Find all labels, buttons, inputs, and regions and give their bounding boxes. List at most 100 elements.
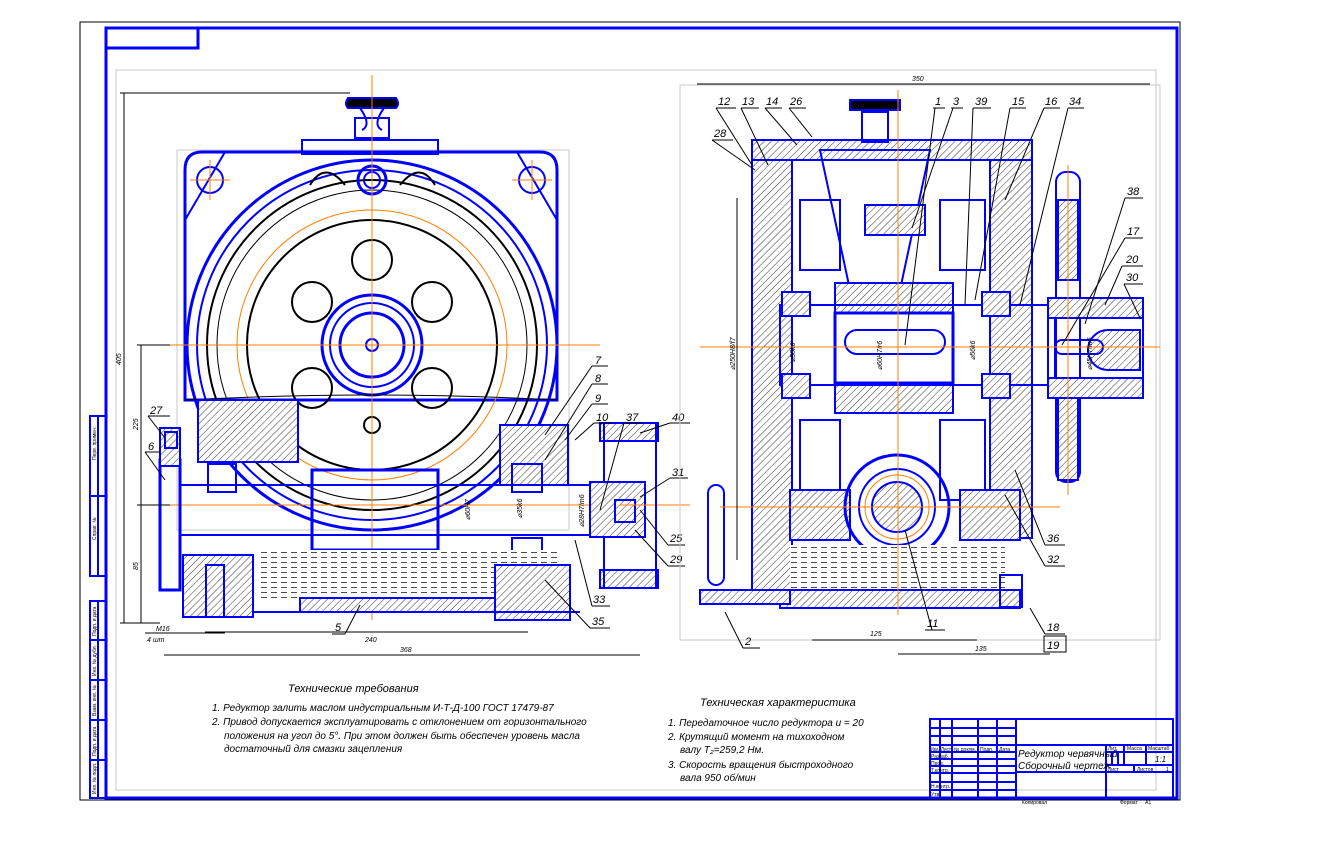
dim-m16: M16 [156,626,170,633]
leader-1: 1 [904,96,945,346]
label-text: 8 [595,373,602,385]
label-text: 16 [1045,96,1058,108]
dim-d50: ⌀50k6 [790,342,797,362]
label-text: 15 [1012,96,1025,108]
side-stamp-3: Взам. инв. № [92,685,98,716]
dim-d45: ⌀45H7/m6 [1087,337,1094,370]
label-text: 35 [592,616,605,628]
label-text: 9 [595,393,601,405]
label-text: Н.контр. [931,784,950,790]
side-stamp-6: Справ. № [92,517,98,540]
tech-requirement-1: 1. Редуктор залить маслом индустриальным… [212,703,554,714]
leader-34: 34 [1019,96,1084,306]
dim-d28: ⌀28H7/m6 [579,494,586,527]
front-view [150,75,690,621]
drawing-title-line2: Сборочный чертеж [1018,760,1112,772]
label-text: 5 [335,622,342,634]
sheet-frame [79,21,1181,801]
label-text: Листов [1137,767,1154,773]
label-text: Формат [1120,800,1138,806]
leader-37: 37 [599,412,642,511]
label-text: 39 [975,96,987,108]
front-view-dimensions: 405 225 85 240 368 M16 4 шт ⌀60H7 ⌀35k6 … [116,92,640,656]
tech-requirements-title: Технические требования [288,683,419,695]
label-text: Лист [1108,767,1120,773]
leader-5: 5 [332,604,361,635]
label-text: 3 [953,96,960,108]
label-text: 31 [672,467,684,479]
tech-characteristic-2b: валу T₂=259,2 Нм. [680,745,764,756]
label-text: 40 [672,412,685,424]
side-stamp-5: Подп. и дата [92,606,98,636]
side-stamp-7: Перв. примен. [92,427,98,460]
dim-85: 85 [133,562,140,570]
leader-15: 15 [974,96,1026,301]
leader-33: 33 [574,539,610,607]
leader-18: 18 [1029,607,1065,635]
drawing-scale: 1:1 [1155,755,1166,764]
label-text: Масштаб [1148,746,1170,752]
leader-27: 27 [147,405,170,439]
side-stamp: Инв. № подл. Подп. и дата Взам. инв. № И… [89,415,107,799]
label-text: Копировал [1022,800,1047,806]
leader-38: 38 [1084,186,1143,325]
leader-30: 30 [1123,272,1143,319]
leader-19: 19 [1047,640,1059,652]
label-text: 6 [148,441,155,453]
dim-d60: ⌀60H7 [465,498,472,520]
label-text: 17 [1127,226,1140,238]
label-text: 7 [595,355,602,367]
leader-39: 39 [964,96,991,306]
label-text: Изм. [931,747,939,753]
dim-d60: ⌀60H7/r6 [877,341,884,370]
label-text: 33 [593,594,606,606]
leader-31: 31 [639,467,688,498]
leader-20: 20 [1104,254,1143,306]
label-text: 30 [1126,272,1139,284]
label-text: 2 [744,636,751,648]
dim-135: 135 [975,646,987,653]
drawing-title-line1: Редуктор червячный [1018,749,1118,760]
label-text: 11 [927,618,938,630]
tech-characteristics-title: Техническая характеристика [700,697,856,709]
dim-350: 350 [912,76,924,83]
leader-36: 36 [1014,469,1065,546]
label-text: 14 [766,96,778,108]
label-text: Разраб. [931,754,949,760]
side-view-dimensions: 350 ⌀250H8/f7 ⌀50k6 ⌀60H7/r6 ⌀56k6 ⌀45H7… [697,76,1150,655]
tech-requirement-2c: достаточный для смазки зацепления [224,744,403,755]
label-text: 12 [718,96,730,108]
leader-32: 32 [1004,494,1065,567]
dim-405: 405 [116,353,123,365]
leader-35: 35 [544,579,610,629]
leader-10: 10 [574,412,612,441]
side-stamp-1: Инв. № подл. [92,763,98,794]
tech-requirement-2b: положения на угол до 5°. При этом должен… [224,730,580,742]
label-text: № докум. [954,747,976,753]
leader-11: 11 [904,529,945,631]
label-text: 1 [1166,767,1169,773]
leader-29: 29 [634,529,685,567]
label-text: 32 [1047,554,1059,566]
label-text: A1 [1145,800,1151,806]
title-block: Изм. Лист № докум. Подп. Дата Разраб. Пр… [929,718,1174,806]
label-text: 29 [669,554,682,566]
dim-d250: ⌀250H8/f7 [730,336,737,370]
label-text: 10 [596,412,609,424]
side-stamp-2: Подп. и дата [92,726,98,756]
label-text: 20 [1125,254,1139,266]
label-text: 37 [626,412,639,424]
leader-17: 17 [1061,226,1143,346]
side-stamp-4: Инв. № дубл. [92,645,98,676]
label-text: Дата [999,747,1010,753]
label-text: Масса [1127,746,1142,752]
label-text: Подп. [980,747,993,753]
leader-14: 14 [764,96,798,146]
tech-characteristic-2: 2. Крутящий момент на тихоходном [667,732,845,743]
label-text: Пров. [931,761,944,767]
leader-3: 3 [911,96,963,229]
dim-125: 125 [870,631,882,638]
label-text: 13 [742,96,755,108]
leader-8: 8 [544,373,608,461]
